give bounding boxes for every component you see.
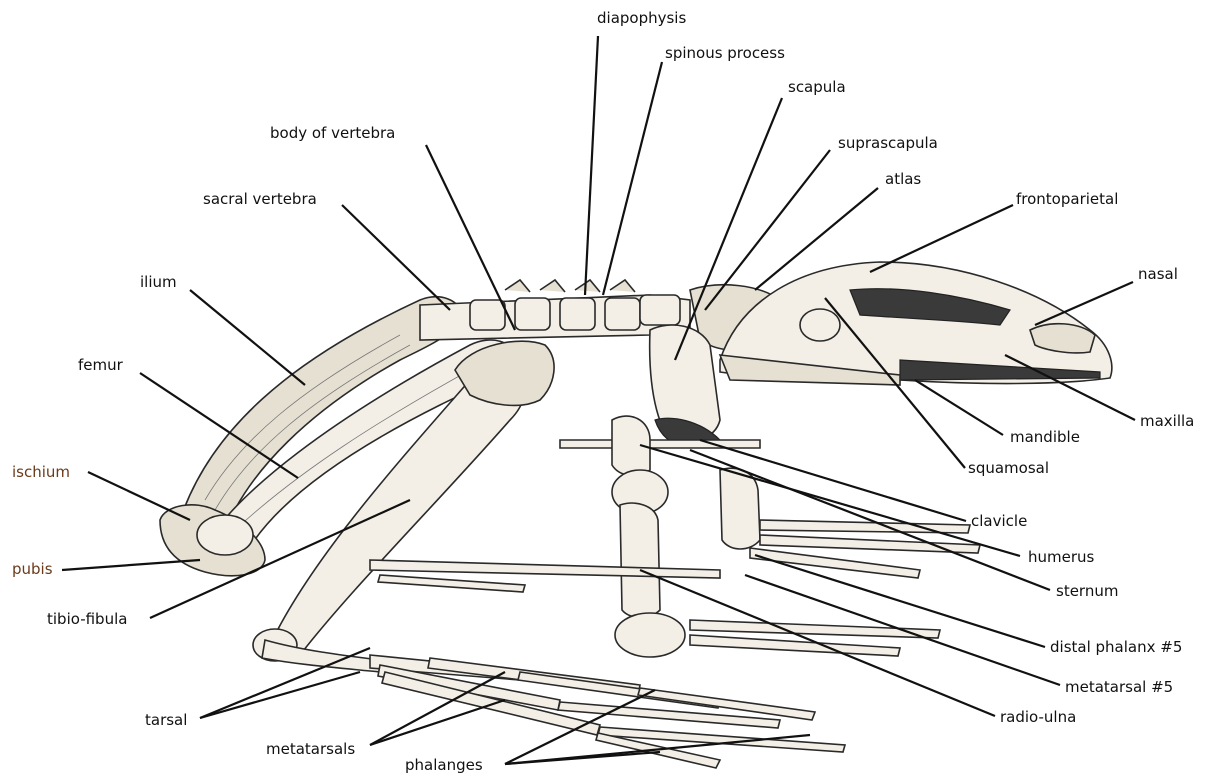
label-sternum: sternum: [1056, 582, 1118, 600]
skull: [720, 262, 1112, 385]
label-sacral-vertebra: sacral vertebra: [203, 190, 317, 208]
label-maxilla: maxilla: [1140, 412, 1194, 430]
label-suprascapula: suprascapula: [838, 134, 938, 152]
label-tarsal: tarsal: [145, 711, 187, 729]
label-squamosal: squamosal: [968, 459, 1049, 477]
label-radio-ulna: radio-ulna: [1000, 708, 1076, 726]
leader-frontoparietal: [870, 205, 1013, 272]
leader-ischium: [88, 472, 190, 520]
label-tibio-fibula: tibio-fibula: [47, 610, 127, 628]
leader-spinous-process: [603, 62, 662, 295]
label-metatarsal-5: metatarsal #5: [1065, 678, 1173, 696]
leader-pubis: [62, 560, 200, 570]
label-humerus: humerus: [1028, 548, 1094, 566]
label-scapula: scapula: [788, 78, 846, 96]
leader-sacral-vertebra: [342, 205, 450, 310]
label-metatarsals: metatarsals: [266, 740, 355, 758]
label-frontoparietal: frontoparietal: [1016, 190, 1118, 208]
label-mandible: mandible: [1010, 428, 1080, 446]
leader-ilium: [190, 290, 305, 385]
label-ischium: ischium: [12, 463, 70, 481]
label-atlas: atlas: [885, 170, 921, 188]
label-phalanges: phalanges: [405, 756, 483, 774]
label-distal-phalanx-5: distal phalanx #5: [1050, 638, 1182, 656]
leader-lines: [62, 36, 1135, 764]
label-body-of-vertebra: body of vertebra: [270, 124, 395, 142]
label-spinous-process: spinous process: [665, 44, 785, 62]
leader-diapophysis: [585, 36, 598, 295]
leader-mandible: [915, 380, 1003, 435]
label-nasal: nasal: [1138, 265, 1178, 283]
label-ilium: ilium: [140, 273, 177, 291]
leader-metatarsals-2: [370, 700, 505, 745]
label-femur: femur: [78, 356, 123, 374]
label-diapophysis: diapophysis: [597, 9, 686, 27]
label-pubis: pubis: [12, 560, 53, 578]
label-clavicle: clavicle: [971, 512, 1027, 530]
leader-tarsal-2: [200, 672, 360, 718]
